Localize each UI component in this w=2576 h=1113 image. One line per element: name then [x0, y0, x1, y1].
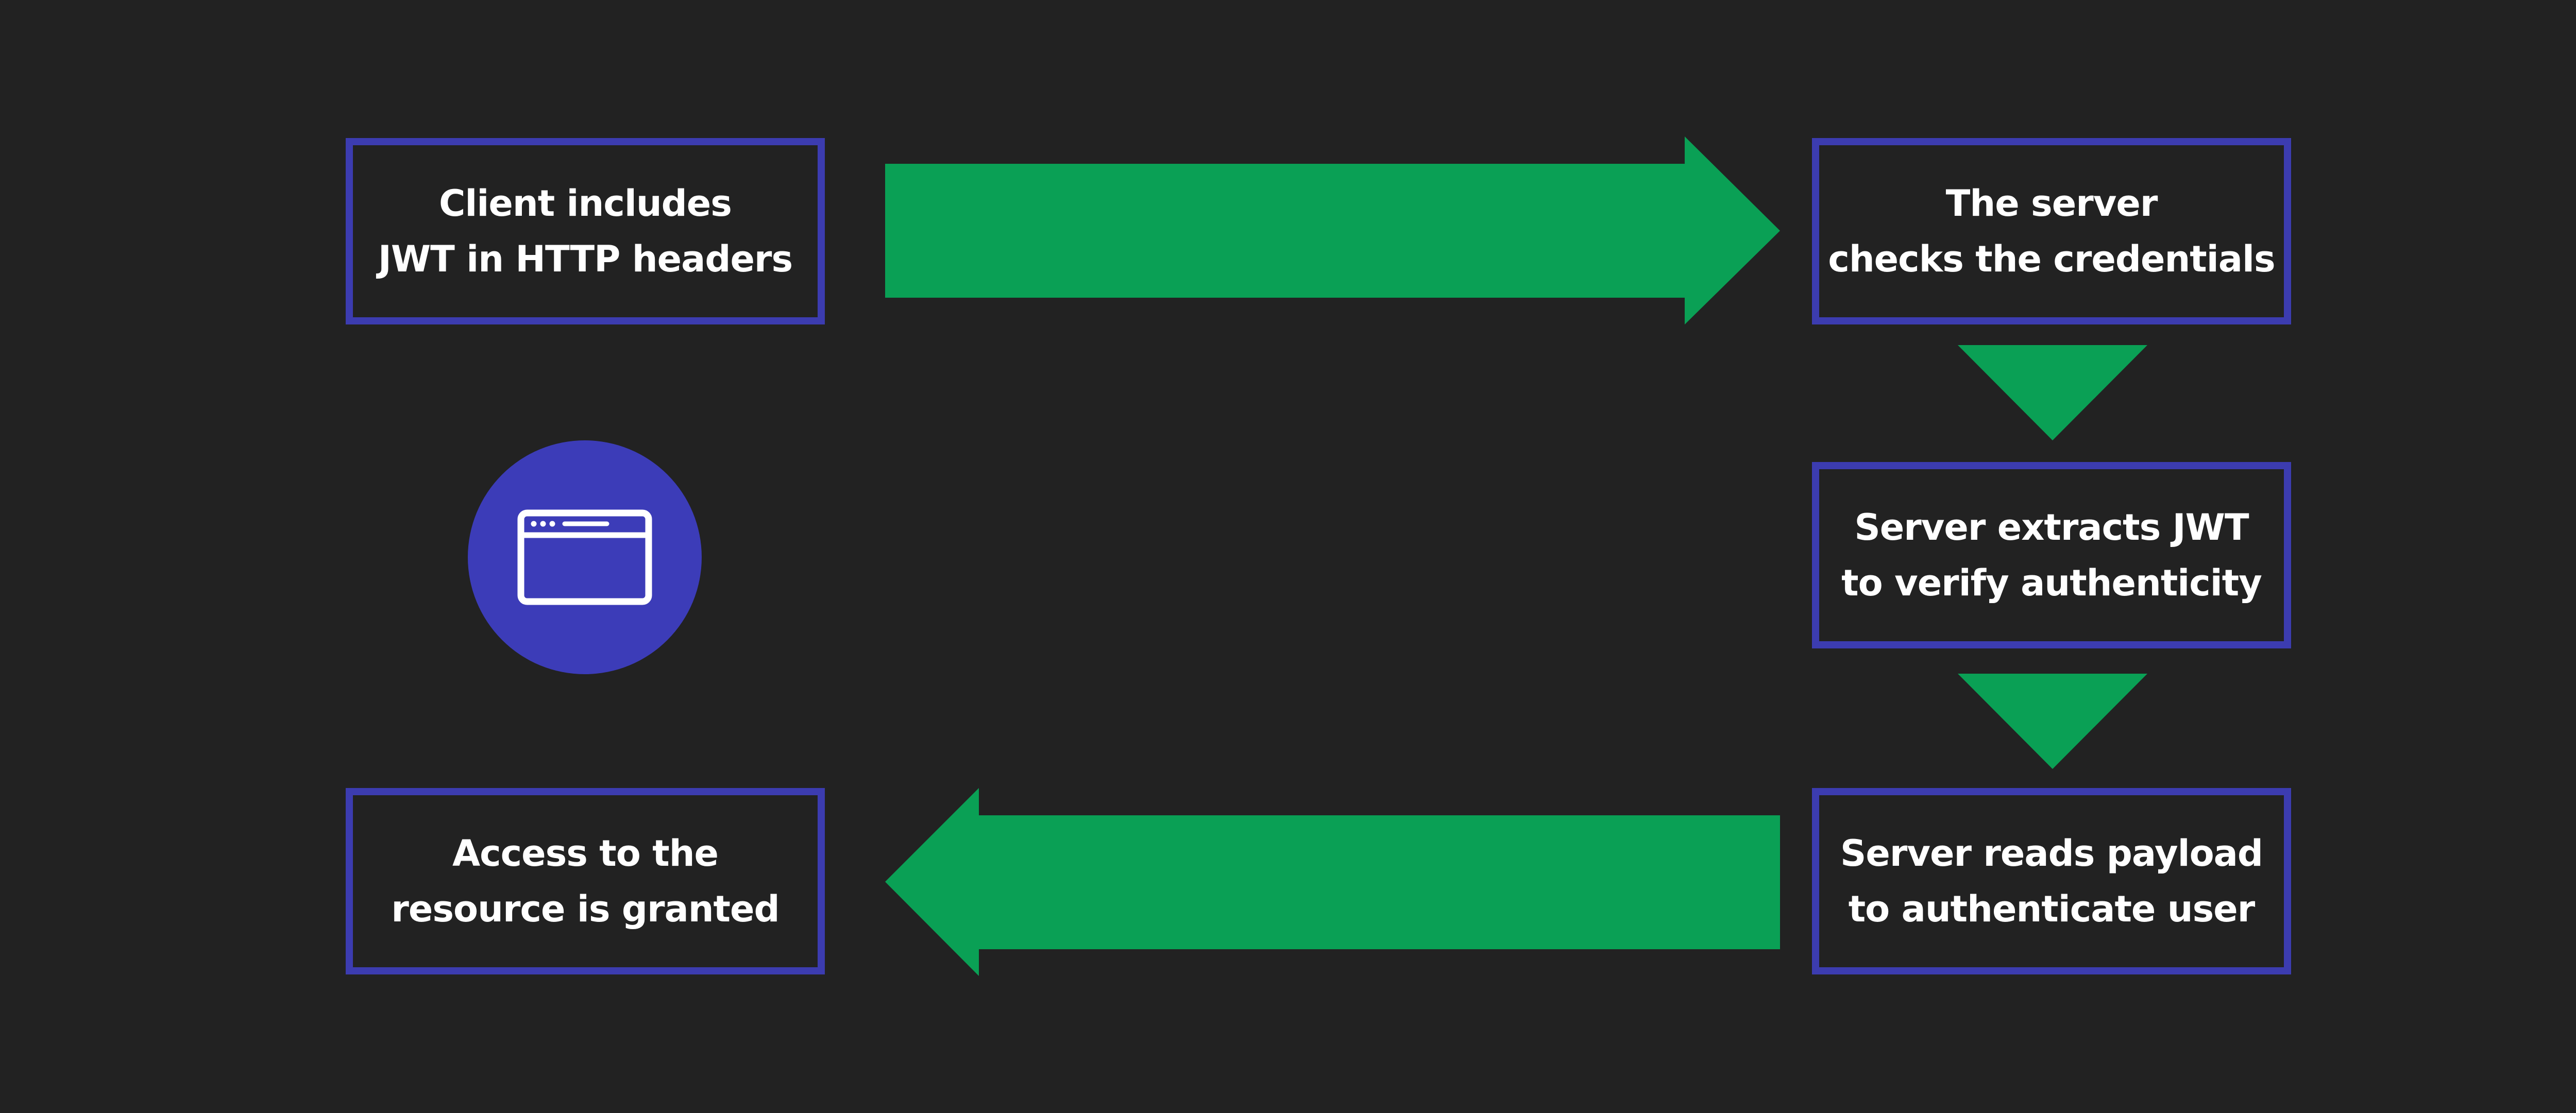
arrow-right	[885, 136, 1780, 324]
arrow-down-1	[1958, 345, 2147, 440]
browser-window-icon	[517, 509, 652, 605]
step-server-extracts-jwt: Server extracts JWT to verify authentici…	[1812, 462, 2291, 648]
step-server-reads-payload: Server reads payload to authenticate use…	[1812, 788, 2291, 974]
step-server-checks-credentials: The server checks the credentials	[1812, 138, 2291, 324]
step-label: Client includes JWT in HTTP headers	[378, 182, 793, 280]
step-client-includes-jwt: Client includes JWT in HTTP headers	[346, 138, 825, 324]
step-label: Access to the resource is granted	[391, 832, 779, 930]
step-label: The server checks the credentials	[1828, 182, 2275, 280]
step-label: Server extracts JWT to verify authentici…	[1841, 506, 2262, 604]
arrow-left	[885, 788, 1780, 976]
step-label: Server reads payload to authenticate use…	[1840, 832, 2263, 930]
browser-icon-badge	[468, 440, 702, 674]
arrow-down-2	[1958, 674, 2147, 769]
step-access-granted: Access to the resource is granted	[346, 788, 825, 974]
